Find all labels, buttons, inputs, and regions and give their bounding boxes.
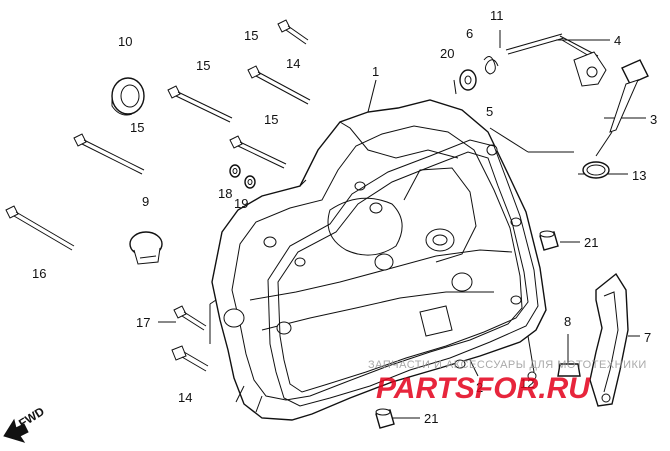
label-4: 4 bbox=[614, 33, 621, 48]
label-8: 8 bbox=[564, 314, 571, 329]
fwd-indicator: FWD bbox=[3, 404, 47, 443]
label-21-lower: 21 bbox=[424, 411, 438, 426]
dowel-pin-upper bbox=[539, 230, 559, 251]
label-17: 17 bbox=[136, 315, 150, 330]
label-14-top: 14 bbox=[286, 56, 300, 71]
spindle-shaft bbox=[505, 33, 607, 87]
bolt-16 bbox=[5, 205, 75, 251]
part-labels: 1 2 3 4 5 6 7 8 9 10 11 12 13 14 14 15 1… bbox=[32, 8, 657, 426]
label-9: 9 bbox=[142, 194, 149, 209]
side-plate bbox=[589, 272, 629, 407]
o-ring bbox=[582, 161, 610, 179]
watermark-caption: ЗАПЧАСТИ И АКСЕССУАРЫ ДЛЯ МОТОТЕХНИКИ bbox=[368, 359, 647, 371]
label-18: 18 bbox=[218, 186, 232, 201]
watermark-logo: PARTSFOR.RU bbox=[376, 372, 591, 405]
label-12: 12 bbox=[520, 376, 534, 391]
washer-12 bbox=[527, 371, 537, 381]
label-7: 7 bbox=[644, 330, 651, 345]
bolt-15-center bbox=[229, 135, 287, 169]
label-6: 6 bbox=[466, 26, 473, 41]
fwd-arrow-icon bbox=[3, 418, 29, 443]
bolt-17 bbox=[173, 305, 207, 331]
oil-seal bbox=[111, 77, 145, 116]
label-21-upper: 21 bbox=[584, 235, 598, 250]
clip-20 bbox=[453, 79, 457, 95]
label-14-bottom: 14 bbox=[178, 390, 192, 405]
bolt-15-top bbox=[247, 65, 311, 105]
fwd-label: FWD bbox=[16, 404, 47, 431]
washer-19 bbox=[244, 175, 256, 189]
label-15-a: 15 bbox=[196, 58, 210, 73]
leader-lines bbox=[158, 39, 646, 419]
plug-cap bbox=[129, 231, 163, 265]
label-20: 20 bbox=[440, 46, 454, 61]
label-2: 2 bbox=[476, 380, 483, 395]
label-10: 10 bbox=[118, 34, 132, 49]
label-15-d: 15 bbox=[264, 112, 278, 127]
watermark: ЗАПЧАСТИ И АКСЕССУАРЫ ДЛЯ МОТОТЕХНИКИ PA… bbox=[368, 359, 647, 405]
dowel-pin-lower bbox=[375, 408, 395, 429]
label-13: 13 bbox=[632, 168, 646, 183]
oil-filler-dipstick bbox=[595, 59, 649, 157]
label-19: 19 bbox=[234, 196, 248, 211]
screw-8 bbox=[557, 352, 581, 377]
bolt-14-top bbox=[277, 19, 309, 45]
label-11: 11 bbox=[490, 8, 504, 23]
label-15-b: 15 bbox=[244, 28, 258, 43]
label-5: 5 bbox=[486, 104, 493, 119]
label-16: 16 bbox=[32, 266, 46, 281]
return-spring bbox=[483, 56, 499, 75]
bolt-14-bottom bbox=[171, 345, 209, 372]
cover-gasket bbox=[267, 139, 539, 407]
washer-18 bbox=[229, 164, 241, 178]
label-1: 1 bbox=[372, 64, 379, 79]
bolt-15-left bbox=[73, 133, 145, 175]
bolt-15-top-left bbox=[167, 85, 233, 123]
collar-6 bbox=[459, 69, 477, 91]
label-3: 3 bbox=[650, 112, 657, 127]
label-15-c: 15 bbox=[130, 120, 144, 135]
